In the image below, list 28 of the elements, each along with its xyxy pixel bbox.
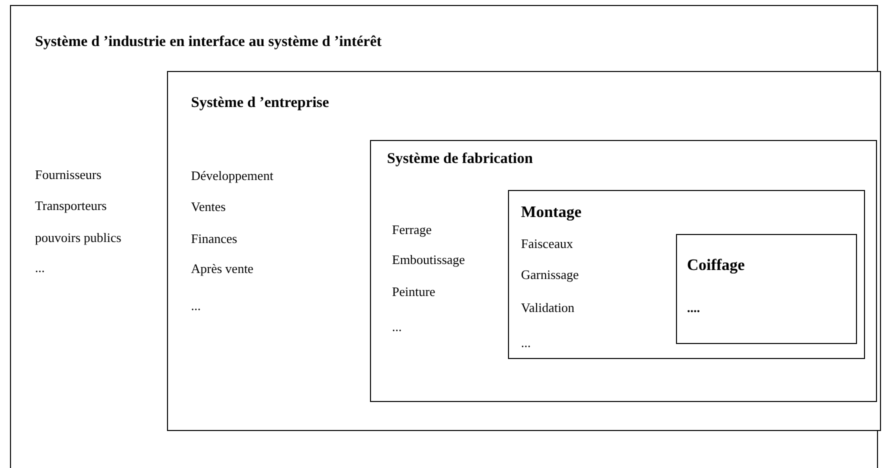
list-item: Validation [521,299,574,317]
box-heading: Système de fabrication [387,150,533,168]
list-item: Garnissage [521,266,579,284]
list-item: ... [191,297,201,315]
box-heading: Système d ’entreprise [191,94,330,112]
list-item: Transporteurs [35,197,107,215]
system-box [167,71,881,431]
system-box [508,190,865,359]
list-item: Ventes [191,198,226,216]
list-item: ... [521,334,531,352]
system-box [10,5,878,468]
box-heading: Système d ’industrie en interface au système d ’intérêt [35,33,382,51]
list-item: Développement [191,167,274,185]
list-item: Fournisseurs [35,166,102,184]
list-item: Peinture [392,283,436,301]
list-item: Faisceaux [521,235,573,253]
system-box [676,234,857,344]
system-box [370,140,877,402]
box-heading: Montage [521,204,582,222]
list-item: .... [687,299,700,317]
list-item: Finances [191,230,238,248]
list-item: ... [392,318,402,336]
list-item: Après vente [191,260,254,278]
list-item: Ferrage [392,221,432,239]
list-item: Emboutissage [392,251,465,269]
list-item: pouvoirs publics [35,229,122,247]
list-item: ... [35,259,45,277]
box-heading: Coiffage [687,257,745,275]
